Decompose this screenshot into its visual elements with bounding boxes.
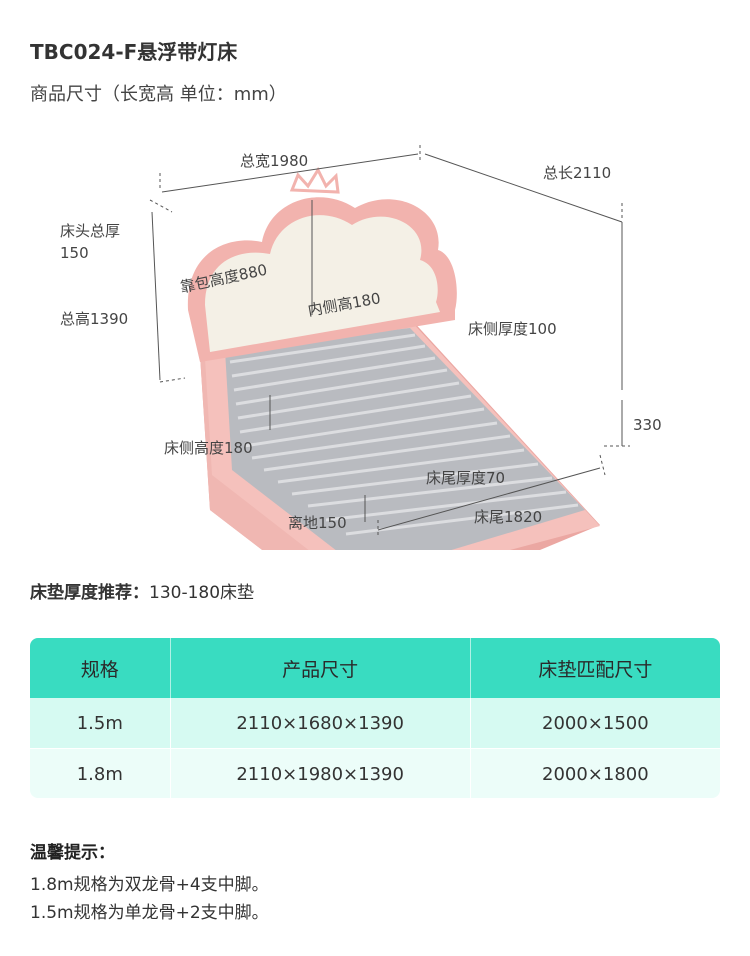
cell-spec: 1.8m: [30, 749, 171, 798]
tips-title: 温馨提示：: [30, 843, 115, 863]
crown-ornament: [289, 166, 340, 194]
dim-foot-thickness: 床尾厚度70: [426, 469, 506, 487]
dim-total-length: 总长2110: [543, 164, 612, 182]
table-header: 规格 产品尺寸 床垫匹配尺寸: [30, 638, 720, 698]
header-product-size: 产品尺寸: [171, 638, 471, 698]
dim-clearance: 离地150: [288, 514, 347, 532]
mattress-recommendation: 床垫厚度推荐：130-180床垫: [30, 578, 254, 603]
table-row: 1.8m 2110×1980×1390 2000×1800: [30, 749, 720, 798]
page-subtitle: 商品尺寸（长宽高 单位：mm）: [30, 84, 287, 105]
slat-lines: [229, 333, 579, 536]
recommendation-value: 130-180床垫: [149, 583, 255, 603]
dimension-guides: [149, 145, 630, 535]
dim-side-height: 床侧高度180: [164, 439, 253, 457]
cell-mattress-size: 2000×1500: [542, 712, 649, 734]
recommendation-label: 床垫厚度推荐：: [30, 583, 149, 603]
dim-total-width: 总宽1980: [240, 152, 309, 170]
headboard-cushion: [205, 215, 440, 352]
spec-table: 规格 产品尺寸 床垫匹配尺寸 1.5m 2110×1680×1390 2000×…: [30, 638, 720, 798]
bed-illustration: [149, 145, 630, 625]
cell-product-size: 2110×1680×1390: [171, 698, 471, 748]
table-row: 1.5m 2110×1680×1390 2000×1500: [30, 698, 720, 749]
bed-dimension-diagram: 总宽1980 总长2110 床头总厚 150 总高1390 靠包高度880 内侧…: [0, 130, 750, 625]
cell-mattress-size: 2000×1800: [542, 763, 649, 785]
header-spec: 规格: [30, 638, 171, 698]
tip-line: 1.8m规格为双龙骨+4支中脚。: [30, 875, 269, 895]
tip-line: 1.5m规格为单龙骨+2支中脚。: [30, 903, 269, 923]
dim-foot-width: 床尾1820: [474, 508, 543, 526]
dim-side-thickness: 床侧厚度100: [468, 320, 557, 338]
dim-headboard-thickness: 床头总厚 150: [60, 222, 121, 262]
cell-product-size: 2110×1980×1390: [171, 749, 471, 798]
dim-total-height: 总高1390: [60, 310, 129, 328]
dim-side-height-right: 330: [633, 416, 662, 434]
header-mattress-size: 床垫匹配尺寸: [538, 658, 653, 681]
cell-spec: 1.5m: [30, 698, 171, 748]
page-title: TBC024-F悬浮带灯床: [30, 40, 238, 64]
dimension-lines: [151, 153, 623, 531]
